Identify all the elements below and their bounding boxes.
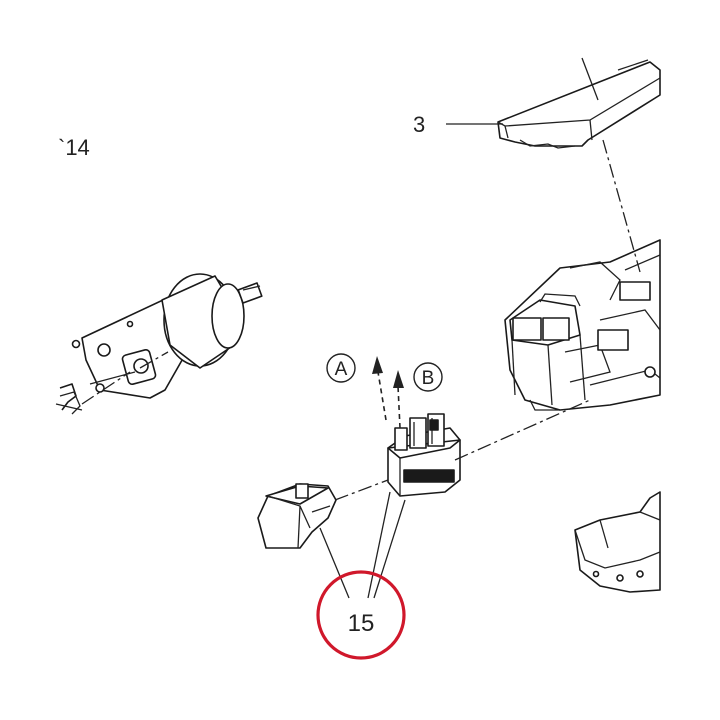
callout-part-15: 15: [316, 491, 406, 660]
part-3-cover-strip: [497, 57, 661, 149]
part-15-sensor: [387, 413, 461, 497]
direction-arrow-b: [393, 370, 404, 429]
lower-bracket: [574, 491, 661, 593]
svg-text:`14: `14: [58, 135, 90, 160]
direction-label-a: A: [326, 353, 356, 383]
svg-text:3: 3: [413, 112, 425, 137]
callout-part-3: 3: [413, 112, 503, 137]
actuator-housing-assembly: [504, 239, 661, 411]
highlight-circle: [316, 570, 406, 660]
assembly-axis-lines: [81, 139, 641, 501]
part-15-cap: [257, 483, 337, 549]
callout-part-14: `14: [58, 135, 90, 160]
direction-arrow-a: [372, 356, 387, 421]
svg-text:B: B: [422, 368, 435, 389]
part-14-motor: [55, 273, 263, 415]
svg-text:15: 15: [348, 610, 375, 637]
direction-label-b: B: [413, 362, 443, 392]
svg-text:A: A: [335, 359, 348, 380]
